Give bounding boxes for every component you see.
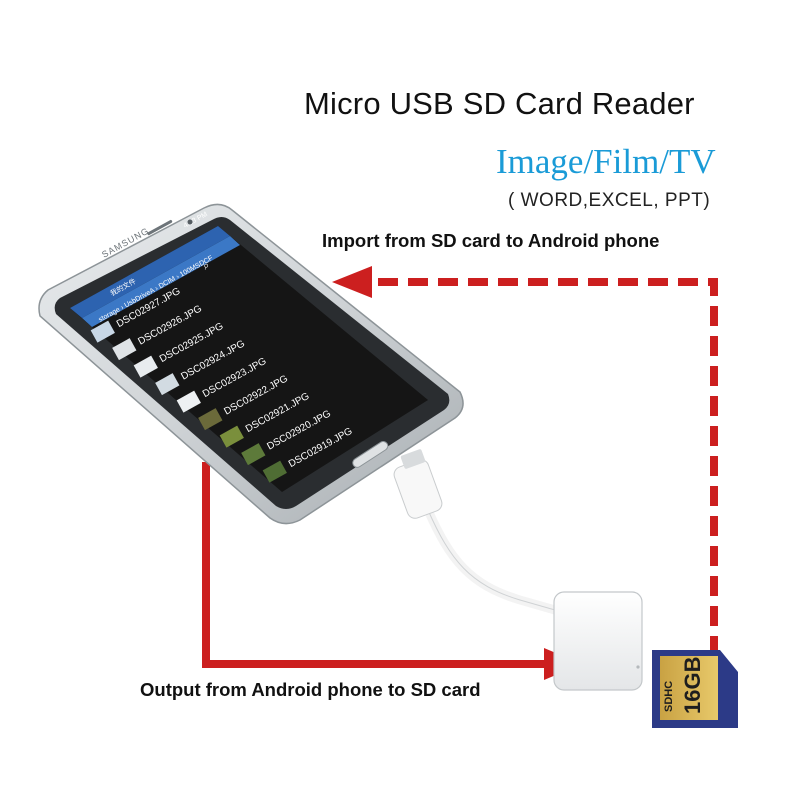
document-formats: ( WORD,EXCEL, PPT) [508, 190, 711, 211]
file-thumbnail [219, 425, 244, 448]
import-caption: Import from SD card to Android phone [322, 230, 660, 251]
sdhc-logo: SDHC [663, 681, 675, 712]
file-thumbnail [112, 338, 137, 361]
home-button [352, 440, 389, 468]
sd-card: SDHC 16GB [652, 650, 738, 728]
file-thumbnail [262, 460, 287, 483]
android-phone: 我的文件 storage › UsbDriveA › DCIM › 100MSD… [38, 203, 464, 525]
page-title: Micro USB SD Card Reader [304, 86, 695, 121]
file-thumbnail [155, 373, 180, 396]
search-icon: ⌕ [201, 259, 212, 272]
file-thumbnail [176, 390, 201, 413]
file-thumbnail [241, 443, 266, 466]
sd-card-reader [553, 591, 643, 691]
file-thumbnail [198, 408, 223, 431]
otg-cable [393, 449, 557, 615]
file-manager-title-bar [70, 226, 230, 318]
media-types: Image/Film/TV [496, 142, 716, 181]
phone-screen [70, 226, 428, 492]
output-caption: Output from Android phone to SD card [140, 679, 481, 700]
import-arrow [332, 266, 718, 656]
sd-capacity: 16GB [680, 657, 705, 714]
file-thumbnail [133, 355, 158, 378]
file-thumbnail [90, 320, 115, 343]
